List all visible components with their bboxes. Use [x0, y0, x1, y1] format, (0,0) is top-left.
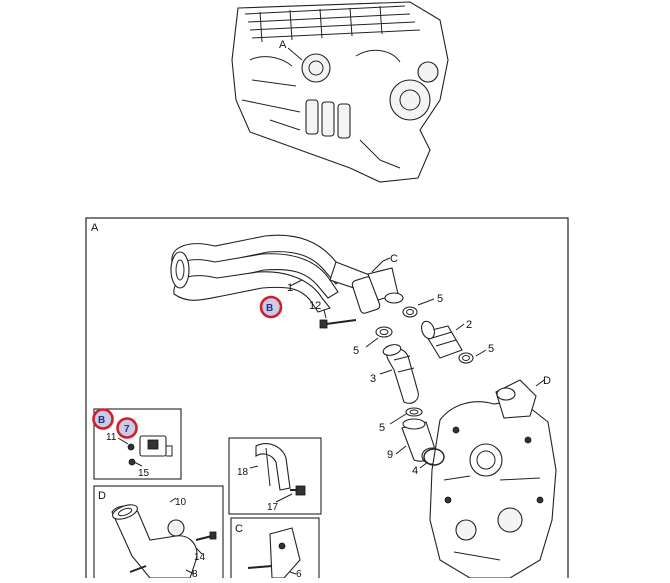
connector-c [367, 267, 404, 304]
label-c: C [390, 253, 398, 265]
label-part-6: 6 [296, 569, 302, 578]
detail-a-frame [85, 217, 569, 583]
label-part-12: 12 [309, 300, 321, 312]
highlight-marker-b-inset[interactable]: B [92, 408, 114, 430]
highlight-marker-7[interactable]: 7 [116, 417, 138, 439]
label-part-5c: 5 [488, 343, 494, 355]
pulley-component [389, 79, 431, 121]
inset-b-frame [93, 408, 182, 480]
inset-c-frame [230, 517, 320, 583]
label-part-2: 2 [466, 319, 472, 331]
clamp-5c [458, 352, 474, 364]
inset-b: 11 15 B 7 [92, 408, 182, 480]
label-part-8: 8 [192, 569, 198, 578]
water-pump-housing [429, 379, 557, 579]
bracket-c [269, 527, 301, 579]
inset-d: D 10 14 8 [93, 485, 224, 583]
o-ring-4 [423, 448, 445, 466]
hose-2 [421, 320, 463, 359]
bracket-18 [255, 443, 291, 491]
highlight-marker-b[interactable]: B [259, 295, 283, 319]
hose-3 [382, 344, 419, 404]
inset-bracket-frame [228, 437, 322, 515]
label-part-14: 14 [194, 552, 206, 563]
clamp-5a [402, 306, 418, 318]
inset-d-frame [93, 485, 224, 583]
clamp-5b [375, 326, 393, 338]
detail-a-frame-label: A [91, 222, 99, 234]
label-part-1: 1 [287, 282, 293, 294]
detail-a: A [85, 217, 569, 583]
label-part-5a: 5 [437, 293, 443, 305]
hose-assembly-1 [170, 234, 381, 314]
inset-c: C 6 [230, 517, 320, 583]
label-part-11: 11 [106, 432, 117, 443]
label-part-5b: 5 [353, 345, 359, 357]
bolt-14 [209, 531, 217, 540]
label-part-10: 10 [175, 497, 187, 508]
bolt-12 [319, 319, 357, 329]
label-part-4: 4 [412, 465, 418, 477]
inset-c-frame-label: C [235, 523, 243, 535]
highlight-marker-b-text: B [266, 303, 273, 314]
bolt-11 [127, 443, 135, 451]
label-part-3: 3 [370, 373, 376, 385]
label-part-18: 18 [237, 467, 249, 478]
clamp-5d [405, 407, 423, 417]
turbo-component [301, 53, 331, 83]
engine-label-a: A [279, 39, 287, 51]
inset-bracket-18: 18 17 [228, 437, 322, 515]
highlight-marker-b-inset-text: B [98, 415, 105, 426]
label-part-15: 15 [138, 468, 150, 479]
label-d: D [543, 375, 551, 387]
inset-d-frame-label: D [98, 490, 106, 502]
highlight-marker-7-text: 7 [124, 424, 130, 435]
label-part-9: 9 [387, 449, 393, 461]
label-part-5d: 5 [379, 422, 385, 434]
label-part-17: 17 [267, 502, 279, 513]
engine-overview: A [231, 1, 449, 183]
